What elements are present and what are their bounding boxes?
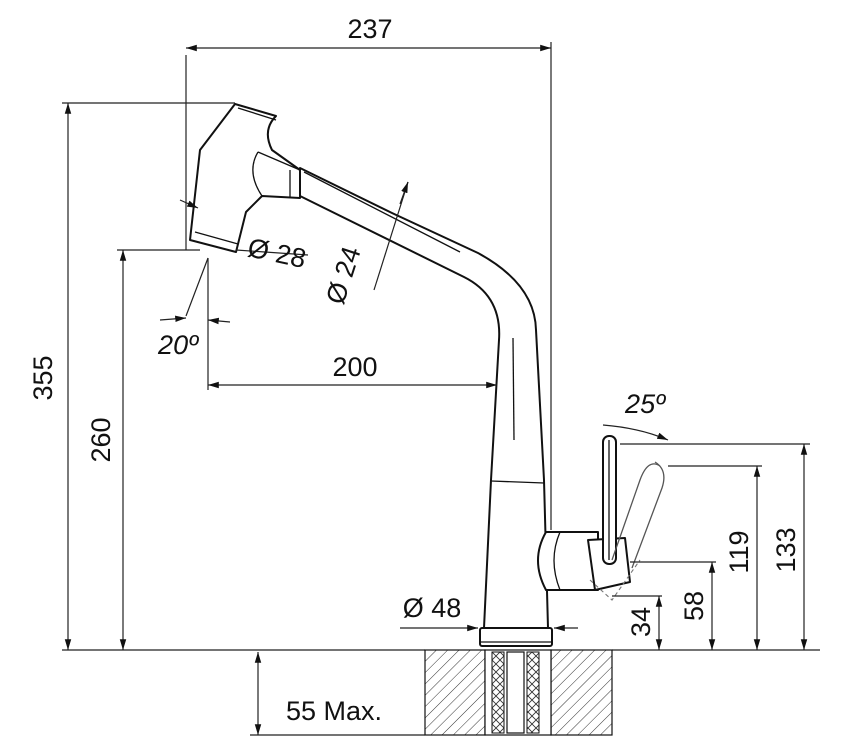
- lever-handle-open: [631, 461, 665, 569]
- label-lever-height-closed: 119: [724, 530, 754, 573]
- hose-left: [491, 651, 505, 734]
- lever-housing: [537, 531, 599, 591]
- countertop-section-right: [550, 649, 613, 736]
- label-spout-diameter: Ø 24: [320, 243, 367, 308]
- pull-out-handset: [189, 103, 301, 253]
- dimension-lines: [62, 42, 810, 736]
- label-counter-thickness: 55 Max.: [286, 696, 382, 726]
- label-base-diameter: Ø 48: [403, 593, 462, 623]
- faucet: [189, 103, 669, 647]
- mounting-shank: [506, 651, 525, 734]
- label-overall-height: 355: [28, 355, 58, 400]
- countertop-section-left: [424, 649, 486, 736]
- label-spout-clearance: 260: [86, 417, 116, 462]
- countertop: [62, 649, 820, 736]
- label-lever-base-height: 58: [679, 591, 709, 621]
- faucet-spout: [299, 167, 549, 629]
- dimension-labels: 237 355 260 200 Ø 28 Ø 24 20º 25º Ø 48 1…: [28, 14, 801, 726]
- label-lever-angle: 25º: [624, 389, 666, 419]
- label-body-height: 34: [626, 607, 656, 637]
- label-spray-angle: 20º: [157, 330, 199, 360]
- label-lever-height-open: 133: [771, 527, 801, 572]
- hose-right: [526, 651, 540, 734]
- faucet-base: [479, 627, 553, 647]
- label-spout-reach: 200: [332, 352, 377, 382]
- label-handset-diameter: Ø 28: [245, 232, 309, 274]
- label-overall-reach: 237: [347, 14, 392, 44]
